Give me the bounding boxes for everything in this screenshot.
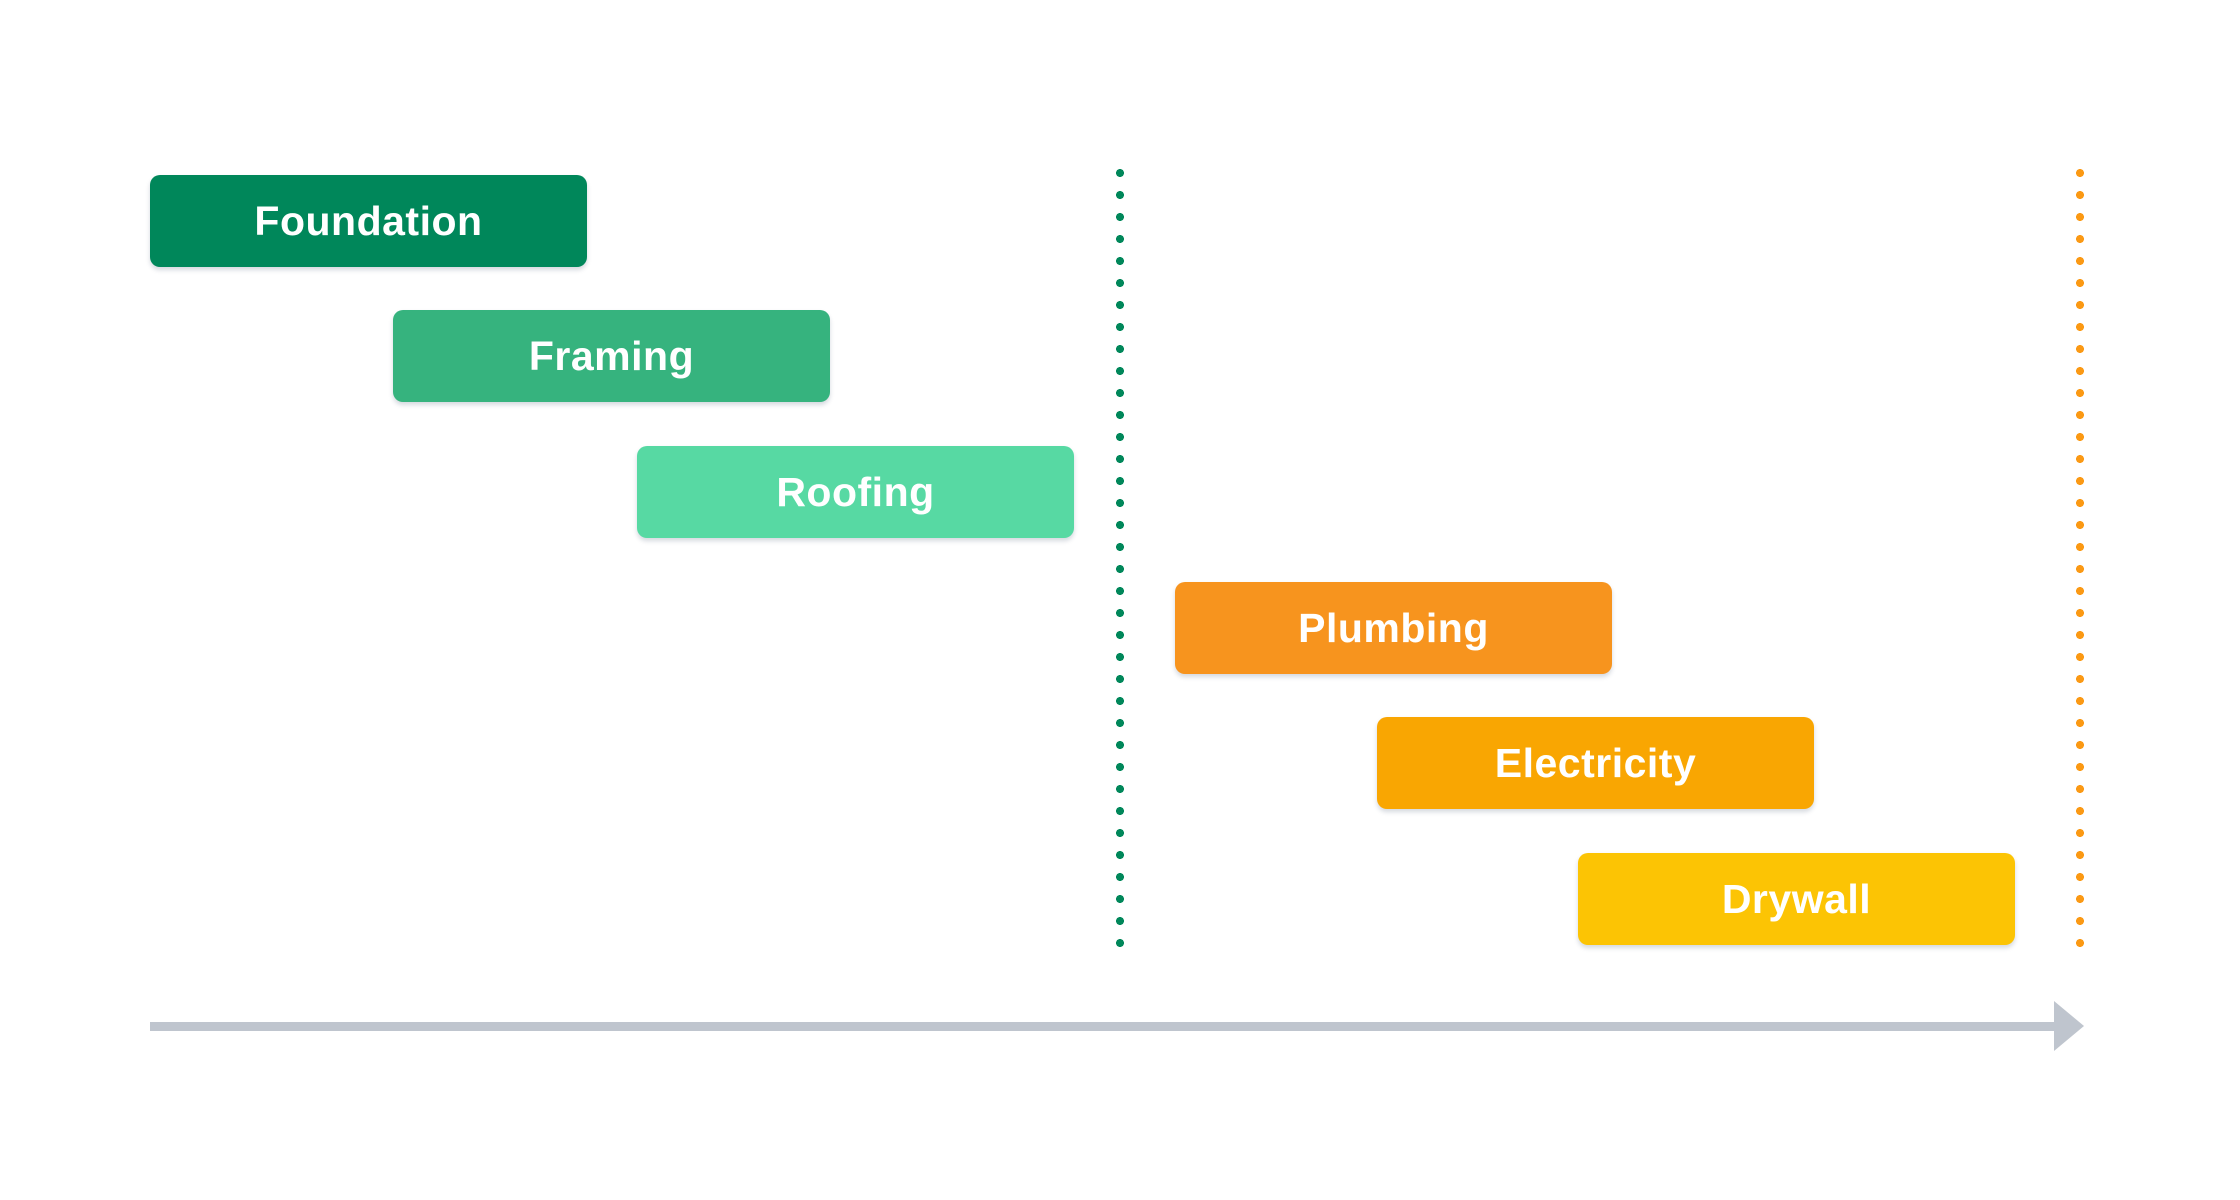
milestone-dotted-line-green bbox=[1116, 169, 1124, 953]
timeline-axis-line bbox=[150, 1022, 2056, 1031]
task-label-roofing: Roofing bbox=[776, 468, 935, 515]
task-label-plumbing: Plumbing bbox=[1298, 604, 1489, 651]
task-label-framing: Framing bbox=[528, 332, 695, 379]
arrow-right-icon bbox=[2054, 1001, 2084, 1051]
task-bar-electricity: Electricity bbox=[1377, 717, 1814, 809]
task-label-drywall: Drywall bbox=[1721, 875, 1872, 922]
task-label-electricity: Electricity bbox=[1494, 739, 1697, 786]
task-bar-foundation: Foundation bbox=[150, 175, 587, 267]
task-bar-drywall: Drywall bbox=[1578, 853, 2015, 945]
task-label-foundation: Foundation bbox=[254, 197, 483, 244]
task-bar-roofing: Roofing bbox=[637, 446, 1074, 538]
milestone-dotted-line-orange bbox=[2076, 169, 2084, 953]
task-bar-plumbing: Plumbing bbox=[1175, 582, 1612, 674]
task-bar-framing: Framing bbox=[393, 310, 830, 402]
